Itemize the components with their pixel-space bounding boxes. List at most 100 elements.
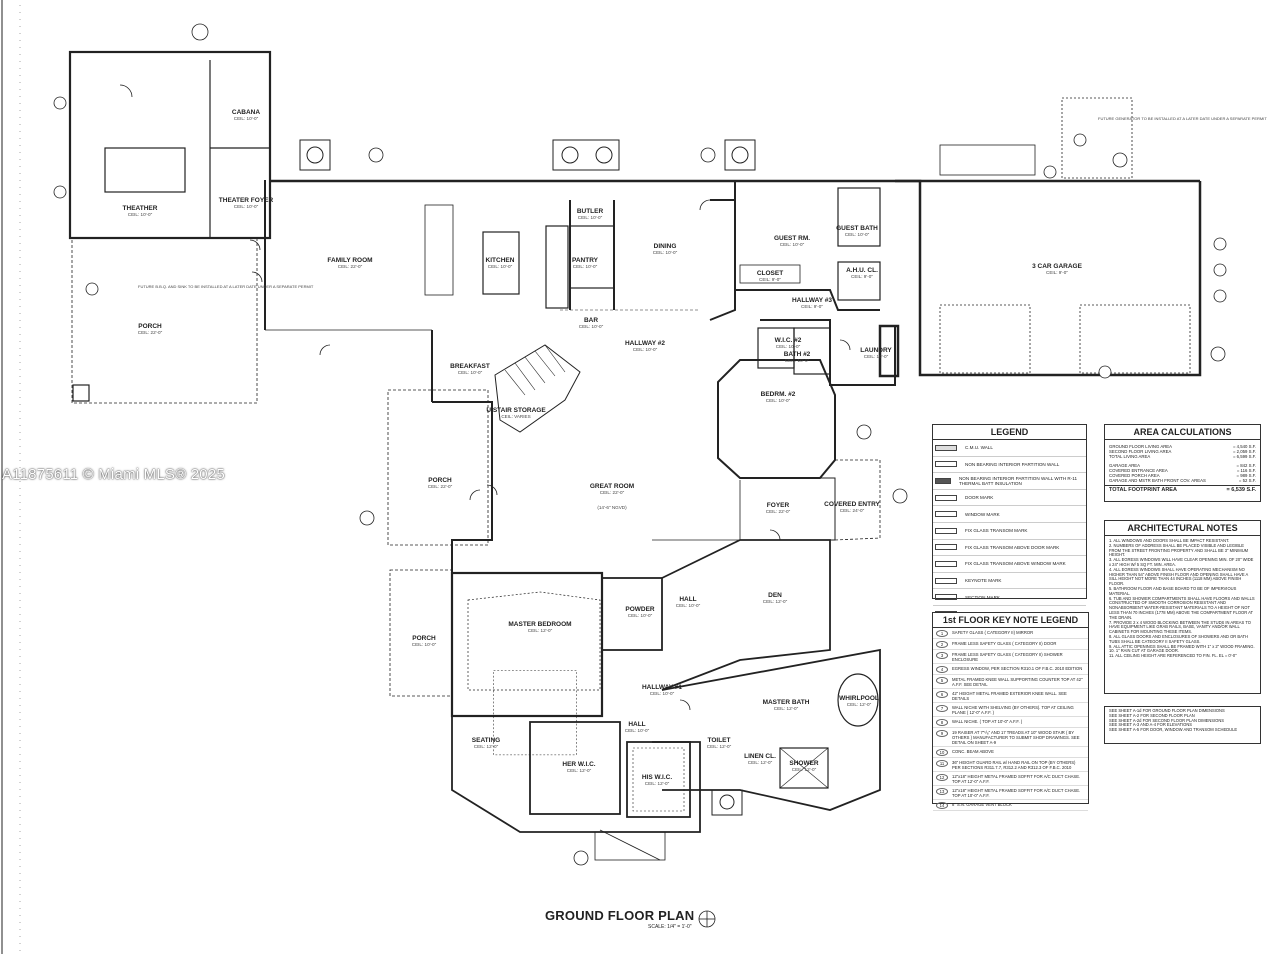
area-label: GARAGE AREA — [1109, 462, 1141, 468]
legend-label: WINDOW MARK — [965, 511, 1000, 517]
area-total-value: = 6,539 S.F. — [1226, 487, 1256, 494]
room-label: MASTER BATH — [763, 699, 810, 706]
room-ceiling: CEIL: 22'-0" — [600, 490, 625, 495]
room-ceiling: CEIL: 12'-0" — [748, 760, 773, 765]
keynote-number: 11 — [936, 759, 948, 767]
legend-label: NON BEARING INTERIOR PARTITION WALL — [965, 461, 1060, 467]
room-ceiling: CEIL: 10'-0" — [780, 242, 805, 247]
room-label: FAMILY ROOM — [327, 257, 372, 264]
legend-label: KEYNOTE MARK — [965, 578, 1002, 584]
keynote-text: METAL FRAMED KNEE WALL SUPPORTING COUNTE… — [952, 676, 1083, 687]
legend-label: FIX GLASS TRANSOM ABOVE DOOR MARK — [965, 544, 1060, 550]
room-ceiling: CEIL: 22'-0" — [428, 484, 453, 489]
keynote-number: 1 — [936, 629, 948, 637]
area-row: COVERED PORCH AREA = 989 S.F. — [1105, 473, 1260, 478]
keynote-text: EGRESS WINDOW, PER SECTION R310.1 OF F.B… — [952, 665, 1083, 671]
keynote-number: 14 — [936, 801, 948, 809]
room-label: CABANA — [232, 109, 260, 116]
room-ceiling: CEIL: 22'-0" — [338, 264, 363, 269]
keynote-number: 3 — [936, 651, 948, 659]
room-label: COVERED ENTRY — [824, 501, 880, 508]
legend-symbol-icon — [935, 461, 957, 468]
architectural-note: 8. ALL GLASS DOORS AND ENCLOSURES OF SHO… — [1109, 633, 1248, 644]
room-ceiling: CEIL: 10'-0" — [579, 324, 604, 329]
room-label: BAR — [584, 317, 598, 324]
legend-label: SECTION MARK — [965, 594, 1000, 600]
keynote-text: 12"x18" HEIGHT METAL FRAMED SOFFIT FOR A… — [952, 773, 1081, 784]
room-ceiling: CEIL: 12'-0" — [763, 599, 788, 604]
room-label: POWDER — [625, 606, 655, 613]
room-ceiling: CEIL: 10'-0" — [625, 728, 650, 733]
room-label: WHIRLPOOL — [839, 695, 879, 702]
legend-symbol-icon — [935, 494, 957, 501]
room-label: BREAKFAST — [450, 363, 490, 370]
area-row: GARAGE AREA = 842 S.F. — [1105, 463, 1260, 468]
room-label: PORCH — [412, 635, 436, 642]
area-calculations-panel: AREA CALCULATIONS GROUND FLOOR LIVING AR… — [1104, 424, 1261, 502]
room-ceiling: CEIL: 22'-0" — [766, 509, 791, 514]
legend-item: WINDOW MARK — [933, 506, 1086, 523]
area-value: = 52 S.F. — [1238, 478, 1256, 484]
room-label: W.I.C. #2 — [775, 337, 802, 344]
area-label: SECOND FLOOR LIVING AREA — [1109, 449, 1172, 455]
area-value: = 989 S.F. — [1236, 473, 1256, 479]
room-label: U/STAIR STORAGE — [486, 407, 546, 414]
room-label: BUTLER — [577, 208, 604, 215]
area-value: = 842 S.F. — [1236, 462, 1256, 468]
keynote-legend-title: 1st FLOOR KEY NOTE LEGEND — [933, 613, 1088, 628]
keynote-text: FRAME LESS SAFETY GLASS ( CATEGORY II) D… — [952, 640, 1057, 646]
room-label: HIS W.I.C. — [642, 774, 673, 781]
legend-label: NON BEARING INTERIOR PARTITION WALL WITH… — [958, 475, 1078, 486]
room-ceiling: CEIL: 10'-0" — [128, 212, 153, 217]
room-ceiling: CEIL: 9'-0" — [801, 304, 823, 309]
keynote-text: 12"x18" HEIGHT METAL FRAMED SOFFIT FOR A… — [952, 787, 1081, 798]
room-ceiling: CEIL: 10'-0" — [412, 642, 437, 647]
room-ceiling: CEIL: 24'-0" — [840, 508, 865, 513]
keynote-number: 7 — [936, 704, 948, 712]
room-ceiling: CEIL: 12'-0" — [474, 744, 499, 749]
legend-symbol-icon — [935, 444, 957, 451]
sheet-reference: SEE SHEET A-3 AND A-4 FOR ELEVATIONS — [1109, 722, 1193, 728]
legend-item: FIX GLASS TRANSOM ABOVE DOOR MARK — [933, 540, 1086, 557]
architectural-note: 10. 1" RAIN CUT AT GARAGE DOOR. — [1109, 648, 1179, 654]
area-row: COVERED ENTRANCE AREA= 116 S.F. — [1105, 468, 1260, 473]
keynote-text: FRAME LESS SAFETY GLASS ( CATEGORY II) S… — [952, 651, 1063, 662]
room-ceiling: CEIL: 9'-0" — [759, 277, 781, 282]
room-ceiling: CEIL: 12'-0" — [847, 702, 872, 707]
area-row: SECOND FLOOR LIVING AREA= 2,059 S.F. — [1105, 449, 1260, 454]
plan-title: GROUND FLOOR PLAN — [545, 908, 695, 923]
room-label: HALLWAY #1 — [642, 684, 682, 691]
room-ceiling: CEIL: 10'-0" — [234, 116, 259, 121]
watermark: A11875611 © Miami MLS® 2025 — [2, 466, 225, 483]
room-label: PORCH — [428, 477, 452, 484]
sheet-references: SEE SHEET A-1d FOR GROUND FLOOR PLAN DIM… — [1104, 706, 1261, 744]
area-label: COVERED ENTRANCE AREA — [1109, 467, 1168, 473]
architectural-note: 4. ALL EGRESS WINDOWS SHALL HAVE OPERATI… — [1109, 566, 1249, 587]
architectural-note: 7. PROVIDE 2 x 4 WOOD BLOCKING BETWEEN T… — [1109, 619, 1251, 635]
area-value: = 4,540 S.F. — [1232, 444, 1256, 449]
keynote-item: 3 FRAME LESS SAFETY GLASS ( CATEGORY II) … — [933, 650, 1088, 664]
room-label: SEATING — [472, 737, 500, 744]
room-label: THEATER FOYER — [219, 197, 274, 204]
north-arrow-icon — [698, 910, 716, 928]
room-label: A.H.U. CL. — [846, 267, 878, 274]
room-label: DINING — [654, 243, 677, 250]
legend-item: DOOR MARK — [933, 490, 1086, 507]
legend-symbol-icon — [935, 527, 957, 534]
room-label: MASTER BEDROOM — [508, 621, 571, 628]
bbq-note: FUTURE B.B.Q. AND SINK TO BE INSTALLED A… — [138, 284, 314, 289]
area-label: COVERED PORCH AREA — [1109, 473, 1160, 479]
room-label: HALLWAY #2 — [625, 340, 665, 347]
area-label: TOTAL LIVING AREA — [1109, 454, 1151, 460]
